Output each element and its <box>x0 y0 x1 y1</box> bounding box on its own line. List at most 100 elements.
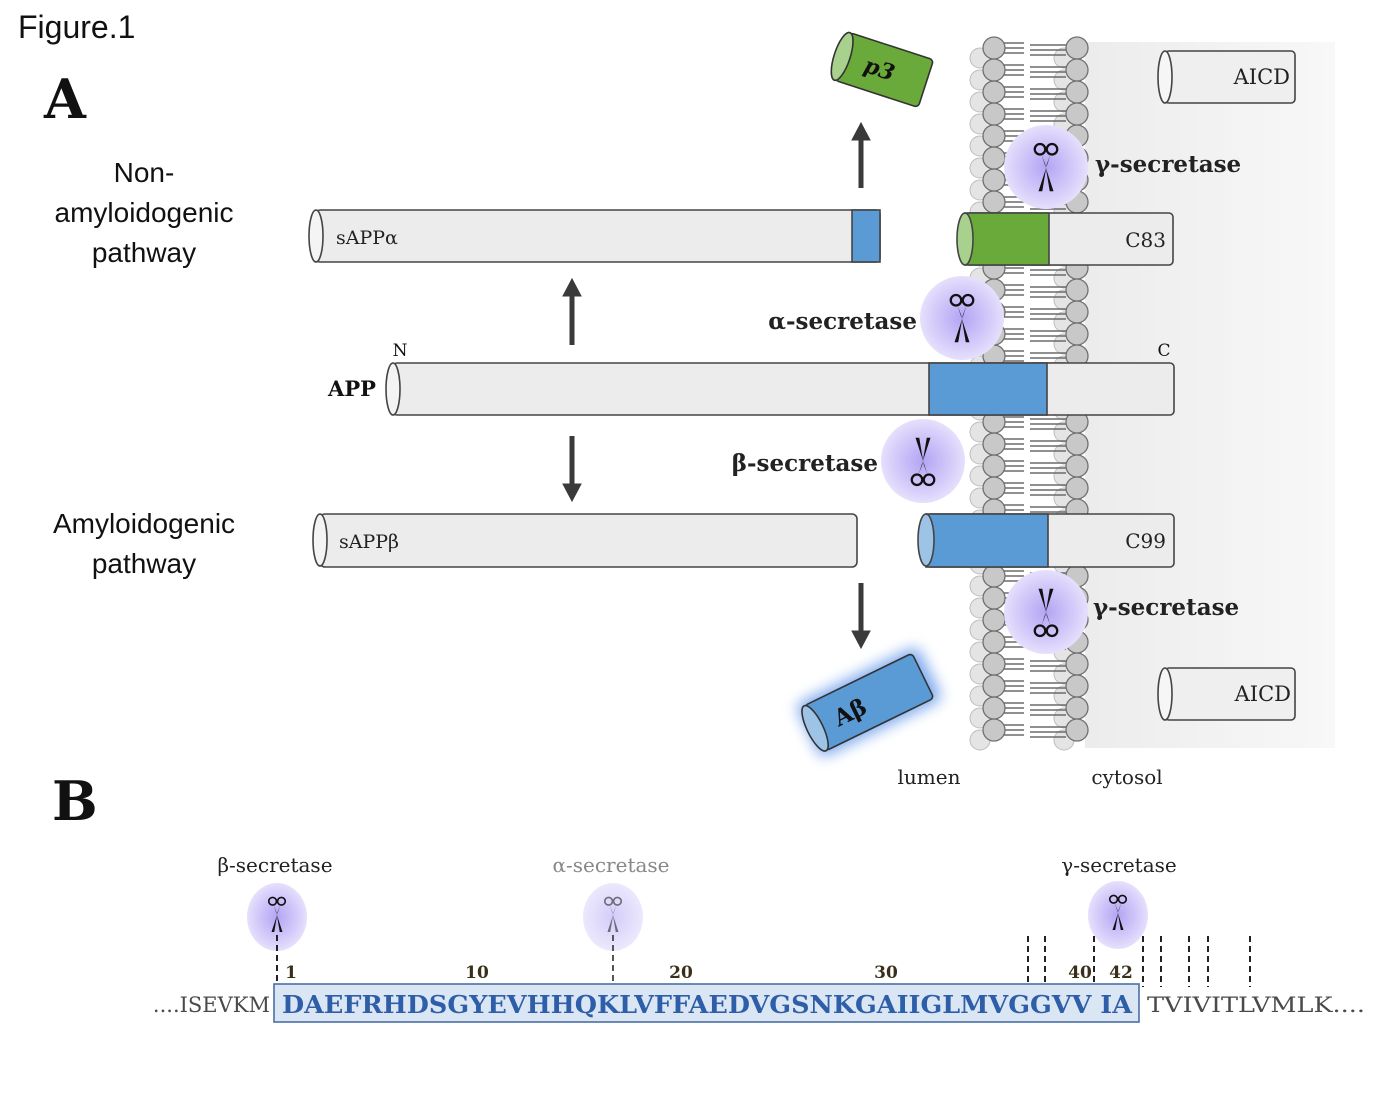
sappa-label: sAPPα <box>336 227 398 249</box>
lipid-head <box>1065 36 1089 60</box>
c99-label: C99 <box>1125 529 1166 553</box>
position-marker: 42 <box>1109 963 1133 983</box>
alpha-secretase: α-secretase <box>768 276 1004 360</box>
sequence-before: ....ISEVKM <box>153 993 270 1017</box>
lipid-head <box>1065 476 1089 500</box>
alpha-enzyme-halo <box>583 883 643 951</box>
arrow-up-to-sappa <box>562 277 582 345</box>
lipid-head <box>982 146 1006 170</box>
lipid-head <box>982 168 1006 192</box>
arrow-up-to-p3 <box>851 121 871 188</box>
beta-enzyme-halo <box>247 883 307 951</box>
position-markers: 1 10 20 30 40 42 <box>285 963 1133 983</box>
lipid-head <box>982 102 1006 126</box>
pathway-label-line: amyloidogenic <box>55 197 234 228</box>
gamma-enzyme-halo <box>1088 881 1148 949</box>
lipid-head <box>982 586 1006 610</box>
gamma-secretase-bottom: γ-secretase <box>1004 570 1239 654</box>
n-terminus-label: N <box>393 341 408 361</box>
lipid-head <box>982 630 1006 654</box>
lipid-head <box>1065 102 1089 126</box>
panel-b: β-secretase α-secretase γ-secretase 1 10… <box>153 853 1365 1023</box>
lipid-head <box>1065 322 1089 346</box>
panel-b-gamma-label: γ-secretase <box>1061 853 1176 877</box>
pathway-label-line: Non- <box>114 157 175 188</box>
app-label: APP <box>327 376 376 401</box>
position-marker: 40 <box>1068 963 1092 983</box>
lumen-label: lumen <box>898 765 961 789</box>
lipid-head <box>1065 432 1089 456</box>
lipid-head <box>982 124 1006 148</box>
figure-title: Figure.1 <box>18 9 135 45</box>
lipid-head <box>982 608 1006 632</box>
gamma-secretase-top-label: γ-secretase <box>1095 151 1241 178</box>
abeta-sequence-box <box>273 983 1140 1023</box>
lipid-head <box>1065 674 1089 698</box>
position-marker: 10 <box>465 963 489 983</box>
alpha-secretase-label: α-secretase <box>768 308 917 335</box>
gamma-secretase-top: γ-secretase <box>1004 125 1241 209</box>
pathway-label-line: pathway <box>92 548 196 579</box>
pathway-label-line: pathway <box>92 237 196 268</box>
c-terminus-label: C <box>1157 341 1170 361</box>
lipid-head <box>982 696 1006 720</box>
lipid-head <box>1065 454 1089 478</box>
lipid-head <box>1065 278 1089 302</box>
aicd-bottom-fragment: AICD <box>1157 667 1296 721</box>
abeta-sequence: DAEFRHDSGYEVHHQKLVFFAEDVGSNKGAIIGLMVGGVV… <box>282 990 1132 1019</box>
pathway-label-line: Amyloidogenic <box>53 508 235 539</box>
enzyme-halo <box>1004 570 1088 654</box>
panel-b-beta-label: β-secretase <box>217 853 332 877</box>
arrow-down-to-abeta <box>851 583 871 650</box>
panel-b-alpha-label: α-secretase <box>552 853 669 877</box>
lipid-head <box>1065 652 1089 676</box>
lipid-head <box>982 190 1006 214</box>
amyloidogenic-label: Amyloidogenic pathway <box>53 508 235 579</box>
panel-b-label: B <box>52 769 98 833</box>
lipid-head <box>982 476 1006 500</box>
c83-fragment: C83 <box>956 212 1174 266</box>
aicd-top-fragment: AICD <box>1157 50 1296 104</box>
lipid-head <box>982 36 1006 60</box>
non-amyloidogenic-label: Non- amyloidogenic pathway <box>55 157 234 268</box>
c99-fragment: C99 <box>917 513 1175 568</box>
lipid-head <box>982 674 1006 698</box>
enzyme-halo <box>920 276 1004 360</box>
app-protein: APP N C <box>327 341 1175 416</box>
arrow-down-to-sappb <box>562 436 582 503</box>
panel-a-label: A <box>43 67 87 131</box>
sequence-after: TVIVITLVMLK.... <box>1147 993 1365 1017</box>
c83-label: C83 <box>1125 228 1166 252</box>
lipid-head <box>982 432 1006 456</box>
lipid-head <box>982 652 1006 676</box>
position-marker: 30 <box>874 963 898 983</box>
lipid-head <box>982 80 1006 104</box>
lipid-head <box>1065 58 1089 82</box>
arrows <box>562 121 871 650</box>
aicd-bottom-label: AICD <box>1234 682 1291 706</box>
aicd-top-label: AICD <box>1233 65 1290 89</box>
sappa-fragment: sAPPα <box>308 209 881 263</box>
beta-secretase: β-secretase <box>732 419 965 503</box>
position-marker: 20 <box>669 963 693 983</box>
lipid-head <box>982 454 1006 478</box>
enzyme-halo <box>1004 125 1088 209</box>
lipid-head <box>1065 696 1089 720</box>
gamma-secretase-bottom-label: γ-secretase <box>1093 594 1239 621</box>
lipid-head <box>1065 80 1089 104</box>
cytosol-label: cytosol <box>1091 765 1162 789</box>
lipid-head <box>1065 300 1089 324</box>
sappb-fragment: sAPPβ <box>312 513 858 568</box>
lipid-head <box>1065 718 1089 742</box>
sappb-label: sAPPβ <box>339 531 399 553</box>
beta-secretase-label: β-secretase <box>732 450 878 477</box>
position-marker: 1 <box>285 963 297 983</box>
p3-fragment: p3 <box>830 31 934 108</box>
lipid-head <box>982 564 1006 588</box>
lipid-head <box>982 58 1006 82</box>
enzyme-halo <box>881 419 965 503</box>
lipid-head <box>982 718 1006 742</box>
abeta-fragment: Aβ <box>797 647 941 757</box>
